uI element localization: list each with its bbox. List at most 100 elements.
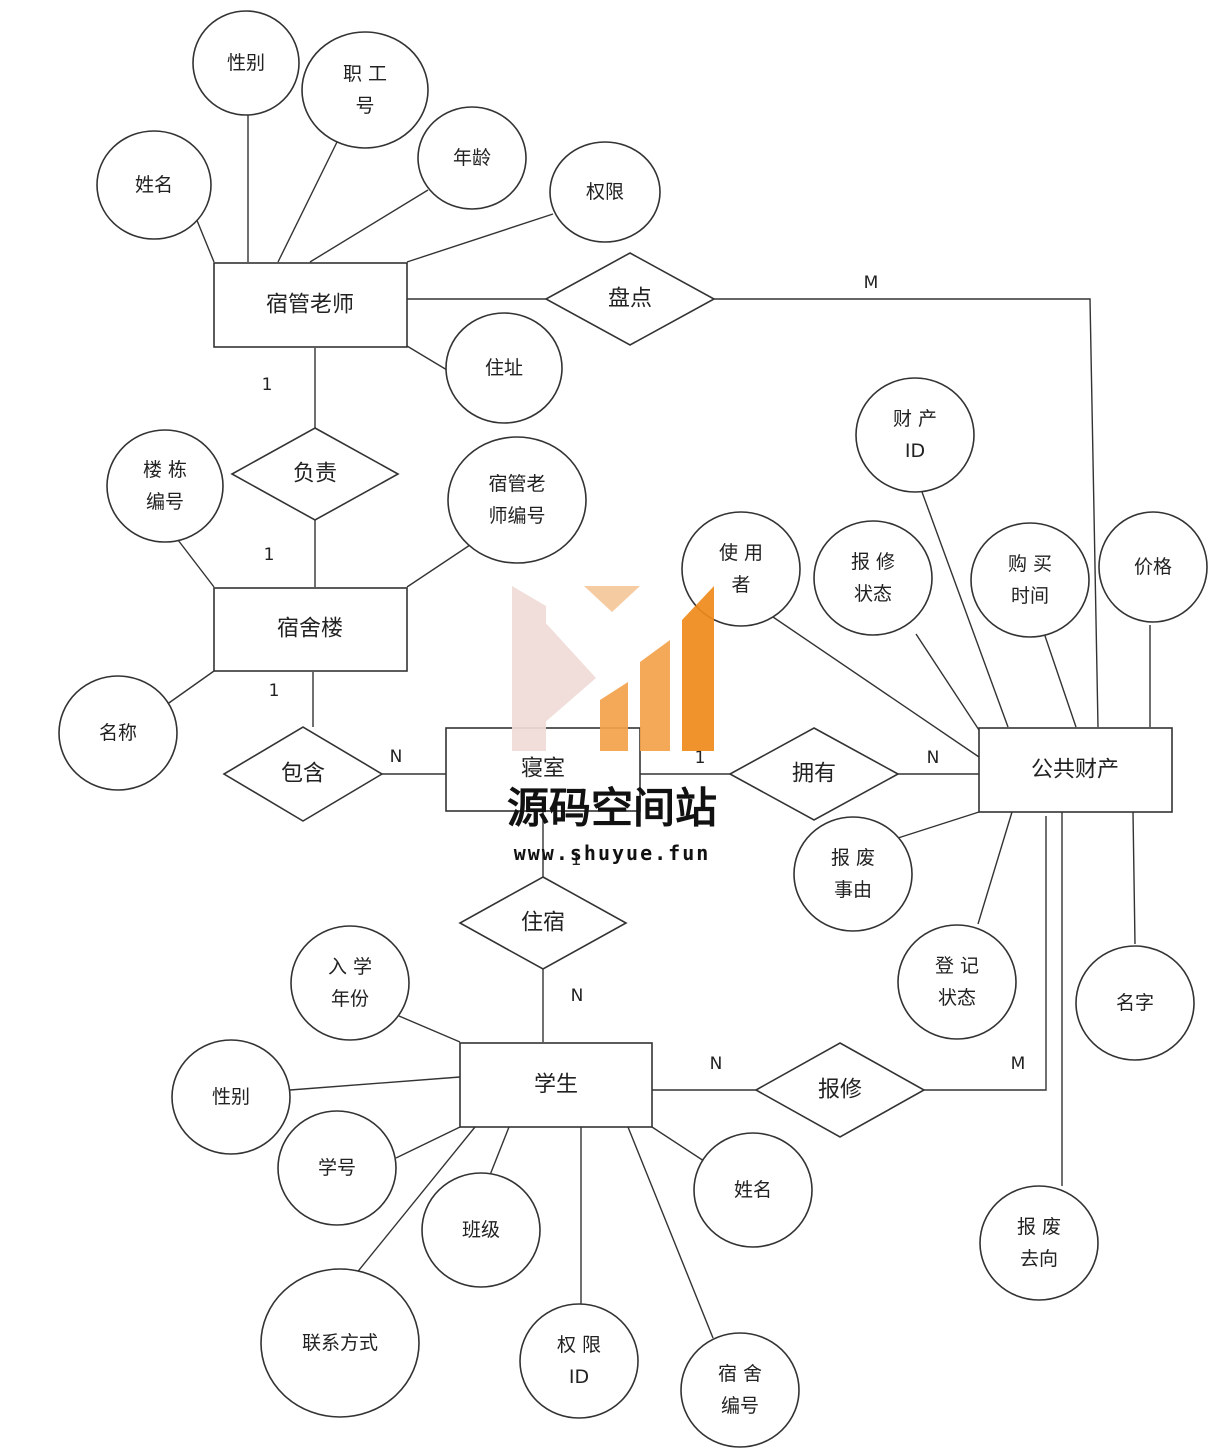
relation-label: 盘点 [608,287,652,312]
attr-label: 名称 [99,722,137,744]
logo-chevron-top [584,586,640,612]
attr-label: 联系方式 [302,1332,378,1354]
attr-property-scrap-dest: 报 废去向 [979,1185,1099,1301]
attr-property-price: 价格 [1098,511,1208,623]
attr-label: 职 工号 [343,63,387,117]
cardinality-label: N [571,986,584,1006]
attr-label: 性别 [227,52,265,74]
cardinality-label: N [927,748,940,768]
entity-student: 学生 [459,1042,653,1128]
cardinalities: M 1 1 1 N 1 N 1 N N M [262,273,1026,1074]
relation-responsible: 负责 [230,427,400,521]
attr-label: 姓名 [135,174,173,196]
attr-teacher-age: 年龄 [417,106,527,210]
edge-teacher-age [309,189,429,263]
attr-building-teacher-no: 宿管老师编号 [447,436,587,564]
relation-label: 住宿 [521,911,565,936]
relation-stay: 住宿 [458,876,628,970]
relation-contain: 包含 [222,726,384,822]
attr-label: 学号 [318,1157,356,1179]
attr-property-name: 名字 [1075,945,1195,1061]
attr-label: 登 记状态 [935,955,979,1009]
attr-property-scrap-reason: 报 废事由 [793,816,913,932]
attr-student-name: 姓名 [693,1132,813,1248]
edge-student-no [395,1126,461,1159]
entity-label: 学生 [534,1073,578,1098]
entity-building: 宿舍楼 [213,587,408,672]
attr-label: 楼 栋编号 [143,459,187,513]
attr-student-contact: 联系方式 [260,1268,420,1418]
relation-label: 包含 [281,762,325,787]
entity-label: 公共财产 [1031,758,1119,783]
watermark-title: 源码空间站 [507,784,717,833]
attr-teacher-permission: 权限 [549,141,661,243]
attr-label: 名字 [1116,992,1154,1014]
attr-label: 报 废事由 [831,847,875,901]
attr-student-class: 班级 [421,1172,541,1288]
attr-label: 报 修状态 [851,551,895,605]
attr-label: 宿管老师编号 [488,473,545,527]
attr-label: 姓名 [734,1179,772,1201]
edge-teacher-staffno [277,139,339,263]
edge-property-repairstatus [915,633,980,731]
edge-property-id [921,491,1009,728]
attr-student-gender: 性别 [171,1039,291,1155]
attr-label: 住址 [485,357,523,379]
attr-teacher-address: 住址 [445,312,563,424]
edge-repair-property [924,816,1047,1091]
attr-building-name: 名称 [58,675,178,791]
attr-property-register-status: 登 记状态 [897,924,1017,1040]
relationships: 盘点 负责 包含 拥有 住宿 报修 [222,252,926,1138]
attr-label: 性别 [212,1086,250,1108]
logo-bar-deep [682,586,714,751]
edge-teacher-name [195,217,215,263]
edge-property-user [772,616,980,758]
cardinality-label: N [390,747,403,767]
attr-teacher-staff-no: 职 工号 [301,31,429,149]
watermark-logo [512,586,714,751]
relation-label: 负责 [293,462,337,487]
edge-student-name [651,1126,708,1164]
relation-own: 拥有 [728,727,900,821]
entities: 宿管老师 宿舍楼 寝室 学生 公共财产 [213,262,1173,1128]
cardinality-label: 1 [264,545,275,565]
edge-teacher-address [406,345,448,371]
edge-student-dormno [627,1126,714,1339]
entity-label: 宿舍楼 [277,617,343,642]
attr-property-buy-time: 购 买时间 [970,522,1090,638]
connector-lines [165,112,1151,1339]
watermark-url: www.shuyue.fun [514,841,711,865]
attr-label: 宿 舍编号 [718,1363,762,1417]
entity-teacher: 宿管老师 [213,262,408,348]
edge-property-name [1132,811,1136,945]
cardinality-label: 1 [571,850,582,870]
edge-student-year [398,1015,461,1043]
edge-building-name [165,670,215,706]
attr-label: 班级 [462,1219,500,1241]
cardinality-label: M [1011,1054,1026,1074]
cardinality-label: 1 [262,375,273,395]
edge-property-register [977,811,1013,925]
cardinality-label: M [864,273,879,293]
logo-bar-mid [600,682,628,751]
edge-student-gender [289,1076,461,1091]
edge-property-buytime [1043,632,1077,728]
watermark: 源码空间站 www.shuyue.fun [507,586,717,865]
attr-teacher-gender: 性别 [192,10,300,116]
edge-teacher-permission [406,213,554,263]
attr-label: 入 学年份 [328,956,372,1010]
entity-label: 宿管老师 [266,293,354,318]
relation-inventory: 盘点 [544,252,716,346]
attr-label: 权限 [586,181,624,203]
edge-student-contact [354,1126,476,1276]
edge-building-teacherno [406,544,471,588]
logo-chevron-left [512,586,596,751]
edge-property-scrapreason [897,811,980,839]
relation-label: 报修 [818,1078,862,1103]
entity-label: 寝室 [521,757,565,782]
